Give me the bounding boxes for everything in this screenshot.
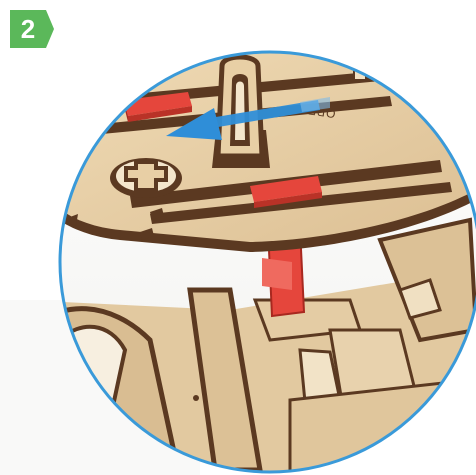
step-badge: 2 bbox=[10, 10, 56, 48]
step-number: 2 bbox=[10, 10, 46, 48]
